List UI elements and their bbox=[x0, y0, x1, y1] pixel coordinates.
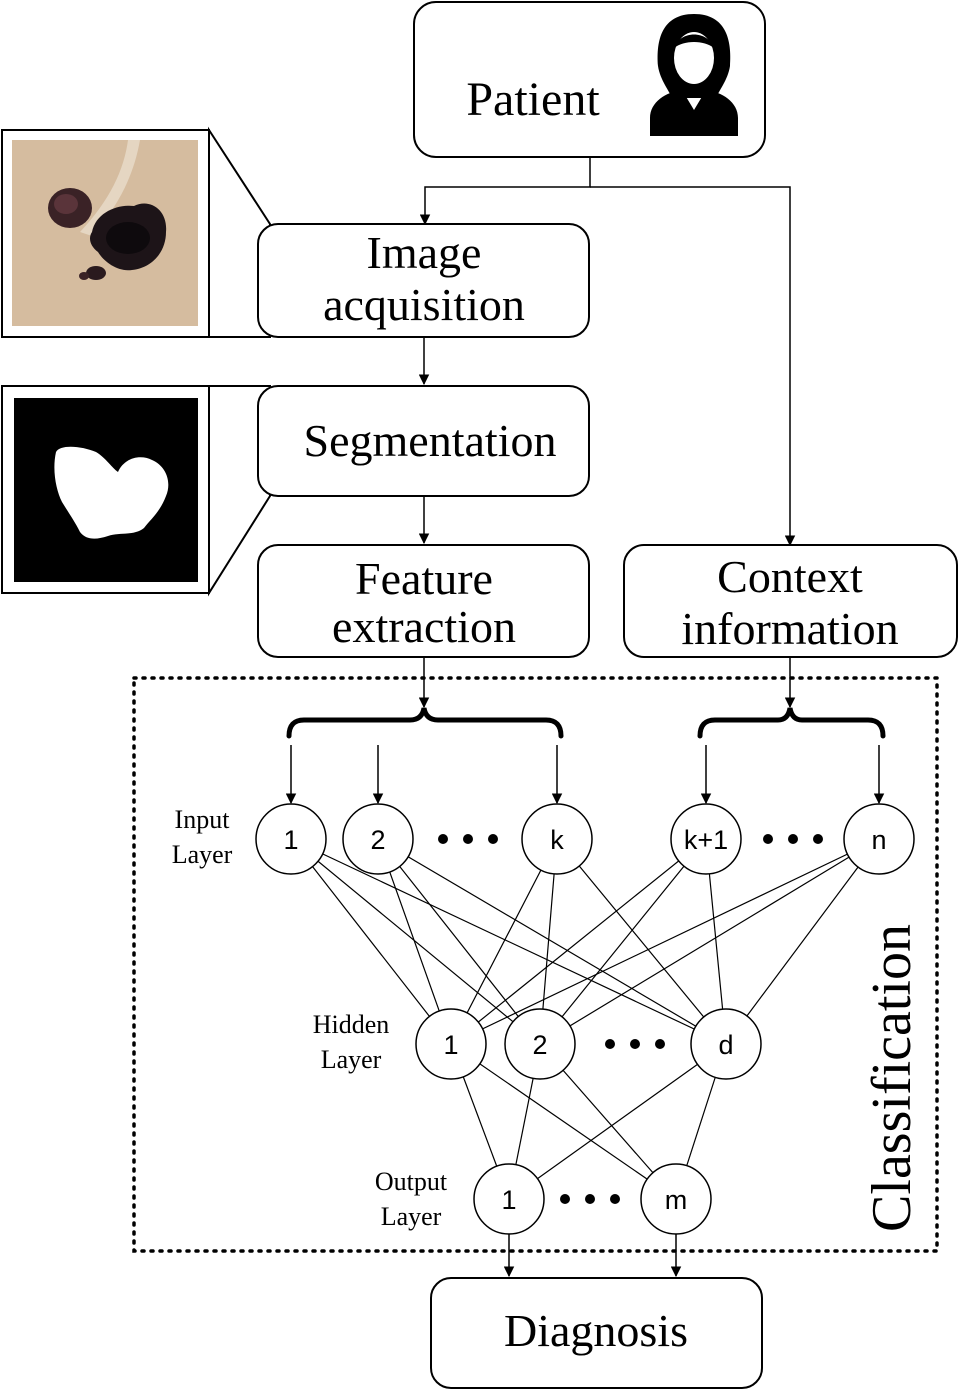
output-ellipsis bbox=[560, 1194, 620, 1204]
segmentation-box: Segmentation bbox=[257, 385, 590, 497]
diagnosis-box: Diagnosis bbox=[430, 1277, 763, 1389]
network-edge bbox=[450, 1043, 677, 1200]
input-node-circle bbox=[521, 803, 593, 875]
output-node-1: m bbox=[640, 1163, 712, 1235]
network-edge bbox=[290, 838, 541, 1045]
input-layer-label-line-1: Input bbox=[175, 805, 231, 834]
input-layer-label: Input Layer bbox=[172, 805, 233, 869]
input-node-3: k+1 bbox=[670, 803, 742, 875]
network-edge bbox=[556, 838, 727, 1045]
hidden-node-label: 2 bbox=[532, 1030, 547, 1060]
person-icon bbox=[650, 14, 738, 136]
input-node-2: k bbox=[521, 803, 593, 875]
classification-feed-connectors bbox=[418, 657, 796, 709]
segmentation-mask-thumbnail bbox=[1, 385, 271, 597]
network-edge bbox=[377, 838, 727, 1045]
image-acquisition-box: Image acquisition bbox=[257, 223, 590, 338]
network-edge bbox=[450, 838, 880, 1045]
hidden-node-2: d bbox=[690, 1008, 762, 1080]
input-node-circle bbox=[342, 803, 414, 875]
feature-extraction-line-1: Feature bbox=[355, 553, 493, 604]
hidden-layer-label-line-1: Hidden bbox=[313, 1010, 390, 1039]
braces bbox=[286, 707, 886, 739]
network-edge bbox=[539, 838, 707, 1045]
network-edge bbox=[290, 838, 452, 1045]
input-ellipsis-1 bbox=[438, 834, 498, 844]
output-layer-label-line-2: Layer bbox=[381, 1202, 442, 1231]
context-brace bbox=[697, 707, 886, 739]
hidden-layer-label: Hidden Layer bbox=[313, 1010, 390, 1074]
input-node-circle bbox=[255, 803, 327, 875]
context-information-box: Context information bbox=[623, 544, 958, 658]
input-ellipsis-2 bbox=[763, 834, 823, 844]
output-node-0: 1 bbox=[473, 1163, 545, 1235]
context-information-line-1: Context bbox=[717, 551, 863, 602]
input-arrows bbox=[285, 745, 885, 805]
classification-label: Classification bbox=[861, 924, 923, 1232]
network-edge bbox=[539, 838, 880, 1045]
hidden-ellipsis bbox=[605, 1039, 665, 1049]
output-layer-label-line-1: Output bbox=[375, 1167, 448, 1196]
network-edge bbox=[508, 1043, 727, 1200]
output-node-label: m bbox=[665, 1185, 688, 1215]
output-node-label: 1 bbox=[501, 1185, 516, 1215]
input-node-1: 2 bbox=[342, 803, 414, 875]
patient-box: Patient bbox=[413, 1, 766, 158]
feature-extraction-box: Feature extraction bbox=[257, 544, 590, 658]
feature-brace bbox=[286, 707, 564, 739]
network-nodes: 1 2 k k+1 n 1 2 d 1 m bbox=[255, 803, 915, 1235]
input-node-circle bbox=[670, 803, 742, 875]
ellipsis-dots bbox=[438, 834, 823, 1204]
network-connections bbox=[290, 838, 880, 1200]
input-node-0: 1 bbox=[255, 803, 327, 875]
network-edge bbox=[725, 838, 880, 1045]
hidden-node-circle bbox=[415, 1008, 487, 1080]
diagnosis-label: Diagnosis bbox=[504, 1305, 688, 1356]
patient-connectors bbox=[419, 157, 796, 547]
hidden-node-0: 1 bbox=[415, 1008, 487, 1080]
binary-mask-image bbox=[14, 398, 198, 582]
classification-frame bbox=[132, 676, 939, 1253]
input-node-label: 1 bbox=[283, 825, 298, 855]
hidden-layer-label-line-2: Layer bbox=[321, 1045, 382, 1074]
hidden-node-label: d bbox=[718, 1030, 733, 1060]
network-edge bbox=[290, 838, 727, 1045]
skin-lesion-photo bbox=[12, 140, 198, 326]
output-layer-label: Output Layer bbox=[375, 1167, 448, 1231]
image-acquisition-line-1: Image bbox=[367, 227, 482, 278]
hidden-node-circle bbox=[504, 1008, 576, 1080]
feature-extraction-line-2: extraction bbox=[332, 601, 516, 652]
input-node-label: k+1 bbox=[684, 825, 728, 855]
output-to-diagnosis-arrows bbox=[503, 1234, 682, 1278]
dermoscopy-thumbnail bbox=[1, 126, 271, 338]
input-node-circle bbox=[843, 803, 915, 875]
segmentation-label: Segmentation bbox=[304, 415, 557, 466]
hidden-node-circle bbox=[690, 1008, 762, 1080]
image-acquisition-line-2: acquisition bbox=[323, 279, 525, 330]
input-node-label: k bbox=[550, 825, 564, 855]
input-node-4: n bbox=[843, 803, 915, 875]
context-information-line-2: information bbox=[681, 603, 898, 654]
input-layer-label-line-2: Layer bbox=[172, 840, 233, 869]
input-node-label: n bbox=[871, 825, 886, 855]
hidden-node-1: 2 bbox=[504, 1008, 576, 1080]
hidden-node-label: 1 bbox=[443, 1030, 458, 1060]
patient-label: Patient bbox=[466, 73, 600, 126]
network-edge bbox=[450, 838, 707, 1045]
network-edge bbox=[377, 838, 452, 1045]
network-edge bbox=[377, 838, 541, 1045]
network-edge bbox=[450, 838, 558, 1045]
input-node-label: 2 bbox=[370, 825, 385, 855]
